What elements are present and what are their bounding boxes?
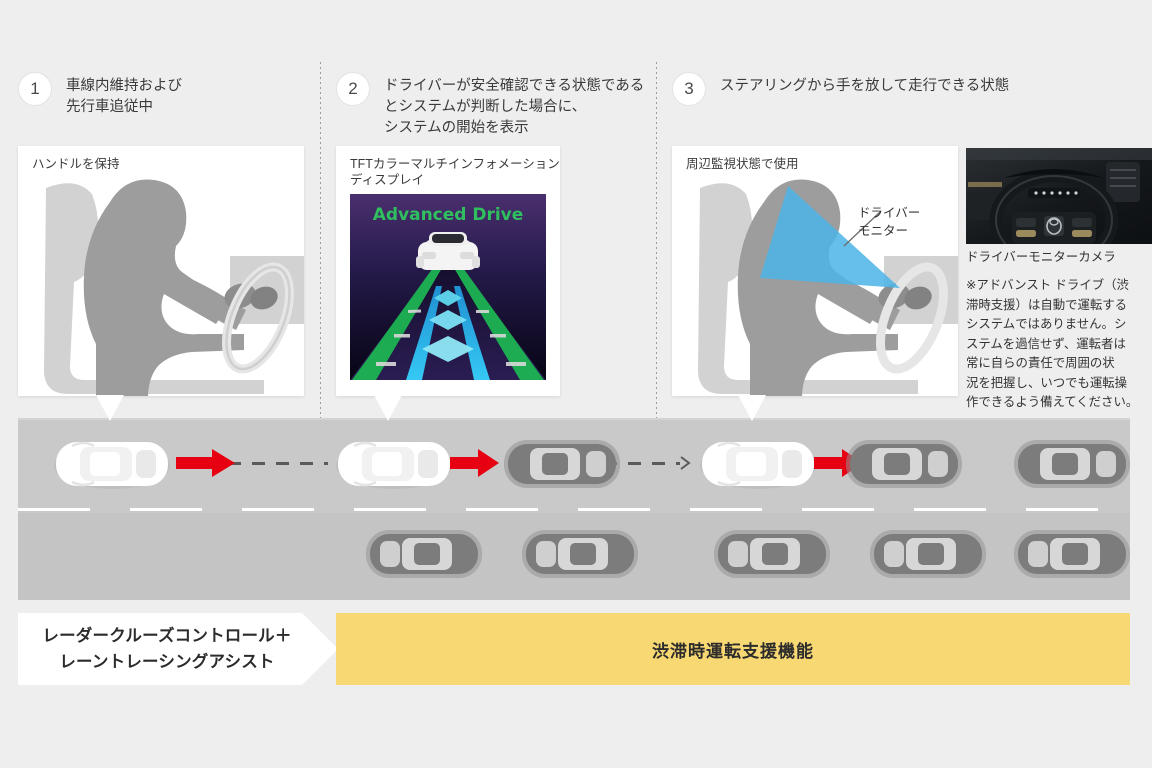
road-band bbox=[18, 418, 1130, 600]
tft-display: Advanced Drive bbox=[350, 194, 546, 380]
traffic-car-lower-2 bbox=[518, 526, 642, 582]
lane-divider-dashes bbox=[18, 508, 1130, 511]
traffic-car-upper-1 bbox=[500, 436, 624, 492]
ego-car-3 bbox=[696, 436, 820, 492]
step-header-3: 3 ステアリングから手を放して走行できる状態 bbox=[672, 72, 1092, 106]
traffic-car-lower-3 bbox=[710, 526, 834, 582]
banner-traffic-jam-assist: 渋滞時運転支援機能 bbox=[336, 613, 1130, 685]
road-top-edge bbox=[18, 418, 1130, 420]
disclaimer-note: ※アドバンスト ドライブ（渋 滞時支援）は自動で運転する システムではありません… bbox=[966, 278, 1139, 409]
ego-car-2 bbox=[332, 436, 456, 492]
direction-arrow-1 bbox=[176, 448, 236, 483]
driver-illustration-3 bbox=[672, 146, 958, 396]
card-label-3: 周辺監視状態で使用 bbox=[686, 157, 799, 171]
card-pointer-1 bbox=[96, 395, 124, 421]
driver-monitor-cone bbox=[760, 186, 900, 288]
traffic-car-lower-1 bbox=[362, 526, 486, 582]
traffic-car-lower-4 bbox=[866, 526, 990, 582]
ego-car-1 bbox=[50, 436, 174, 492]
direction-arrow-2 bbox=[450, 448, 500, 483]
card-pointer-2 bbox=[374, 395, 402, 421]
traffic-car-lower-5 bbox=[1010, 526, 1134, 582]
driver-monitor-callout: ドライバー モニター bbox=[858, 206, 921, 238]
connector-line-1 bbox=[228, 462, 328, 465]
column-divider-1 bbox=[320, 62, 321, 600]
column-divider-2 bbox=[656, 62, 657, 600]
card-step-1: ハンドルを保持 bbox=[18, 146, 304, 396]
step-text-2: ドライバーが安全確認できる状態である とシステムが判断した場合に、 システムの開… bbox=[384, 78, 645, 136]
driver-monitor-camera-photo bbox=[966, 148, 1152, 244]
step-header-2: 2 ドライバーが安全確認できる状態である とシステムが判断した場合に、 システム… bbox=[336, 72, 646, 139]
step-text-3: ステアリングから手を放して走行できる状態 bbox=[720, 78, 1010, 94]
banner-right-label: 渋滞時運転支援機能 bbox=[652, 641, 814, 661]
card-step-2: TFTカラーマルチインフォメーション ディスプレイ bbox=[336, 146, 560, 396]
tft-screen-title: Advanced Drive bbox=[373, 205, 524, 225]
traffic-car-upper-3 bbox=[1010, 436, 1134, 492]
camera-caption: ドライバーモニターカメラ bbox=[966, 250, 1116, 264]
connector-line-2 bbox=[604, 462, 680, 465]
step-number-1: 1 bbox=[18, 72, 52, 106]
card-step-3: 周辺監視状態で使用 ドライバー モニター bbox=[672, 146, 958, 396]
step-text-1: 車線内維持および 先行車追従中 bbox=[66, 78, 182, 115]
card-label-1: ハンドルを保持 bbox=[32, 157, 120, 171]
banner-left-label: レーダークルーズコントロール＋ レーントレーシングアシスト bbox=[42, 627, 292, 671]
card-pointer-3 bbox=[738, 395, 766, 421]
connector-chevron bbox=[678, 454, 692, 477]
banner-radar-cruise: レーダークルーズコントロール＋ レーントレーシングアシスト bbox=[18, 613, 338, 685]
step-number-3: 3 bbox=[672, 72, 706, 106]
step-header-1: 1 車線内維持および 先行車追従中 bbox=[18, 72, 308, 118]
card-label-2: TFTカラーマルチインフォメーション ディスプレイ bbox=[350, 157, 560, 187]
traffic-car-upper-2 bbox=[842, 436, 966, 492]
step-number-2: 2 bbox=[336, 72, 370, 106]
driver-illustration-1 bbox=[18, 146, 304, 396]
